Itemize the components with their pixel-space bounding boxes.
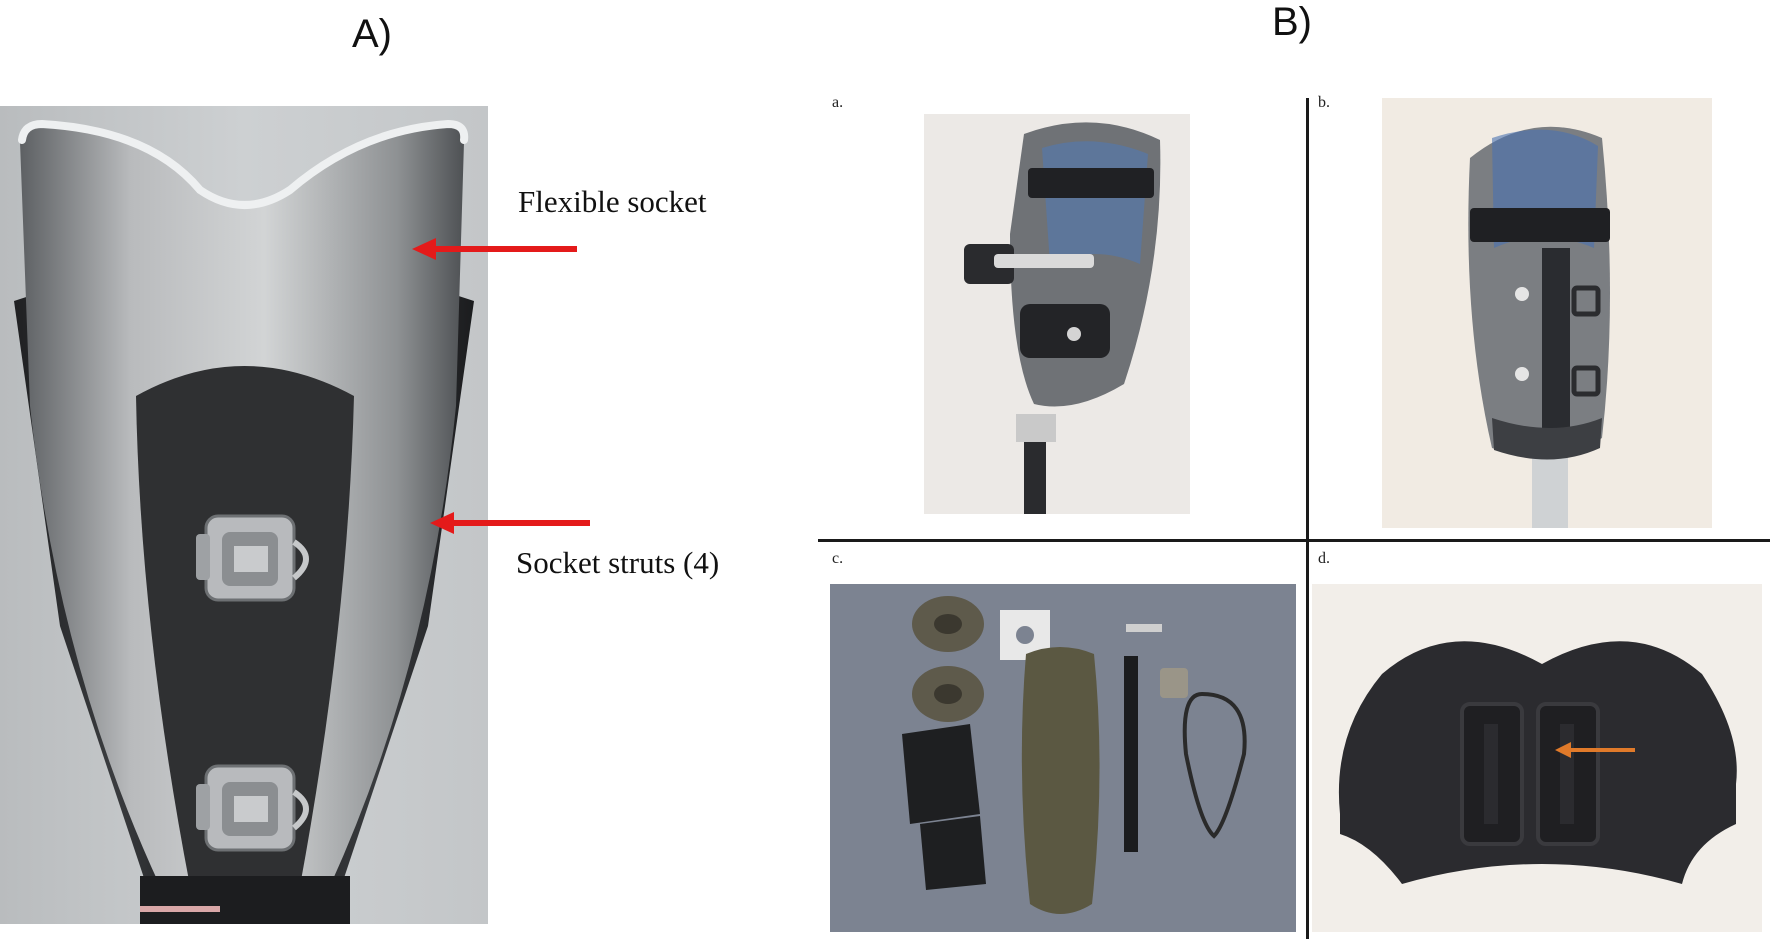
- padding-insert-arrow: [1555, 740, 1635, 760]
- subpanel-b-label: b.: [1318, 94, 1330, 111]
- photo-socket-components: [830, 584, 1296, 932]
- flexible-socket-label: Flexible socket: [518, 184, 707, 219]
- photo-socket-front-view: [1382, 98, 1712, 528]
- photo-socket-side-view: [924, 114, 1190, 514]
- socket-struts-label: Socket struts (4): [516, 545, 720, 580]
- socket-render-image: [0, 106, 488, 924]
- flexible-socket-arrow: [412, 236, 577, 262]
- subpanel-a-label: a.: [832, 94, 844, 111]
- panel-a-label: A): [352, 12, 392, 56]
- photo-padding-insert: [1312, 584, 1762, 932]
- subpanel-d-label: d.: [1318, 550, 1330, 567]
- subpanel-c-label: c.: [832, 550, 844, 567]
- panel-b-label: B): [1272, 0, 1312, 44]
- vertical-divider: [1306, 98, 1309, 939]
- horizontal-divider: [818, 539, 1770, 542]
- socket-struts-arrow: [430, 510, 590, 536]
